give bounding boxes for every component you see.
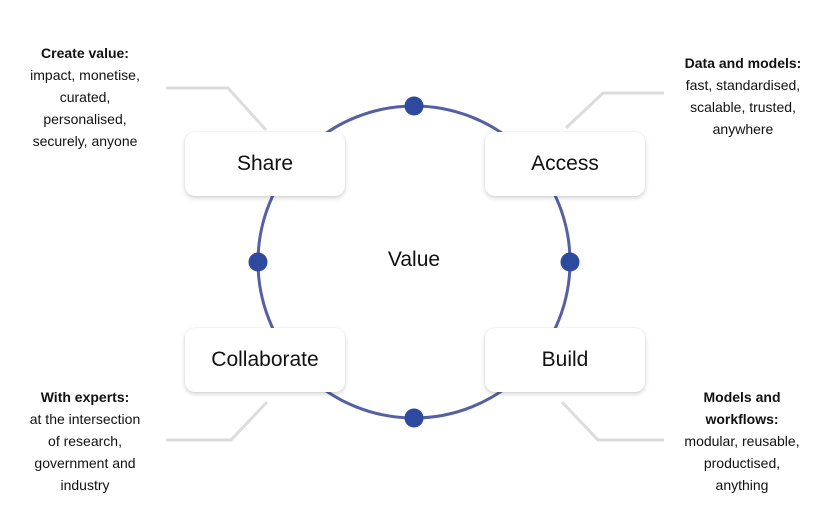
build-note-line: modular, reusable, (684, 433, 800, 449)
access-label: Access (531, 152, 599, 175)
access-box: Access (485, 132, 645, 196)
connector-share (166, 86, 268, 132)
build-note-line: productised, (703, 455, 781, 471)
collaborate-note: With experts: at the intersection of res… (10, 386, 160, 496)
share-note-line: curated, (59, 89, 111, 105)
value-label: Value (387, 248, 441, 271)
ring-dot-left (248, 252, 268, 272)
share-note-line: personalised, (43, 111, 127, 127)
connector-collaborate (166, 400, 269, 442)
collaborate-note-heading: With experts: (40, 389, 130, 405)
collaborate-label: Collaborate (211, 348, 319, 371)
build-note: Models and workflows: modular, reusable,… (660, 386, 824, 496)
share-note-line: securely, anyone (32, 133, 138, 149)
ring-dot-top (404, 96, 424, 116)
collaborate-note-line: government and (34, 455, 136, 471)
build-box: Build (485, 328, 645, 392)
share-label: Share (236, 152, 294, 175)
access-note: Data and models: fast, standardised, sca… (658, 52, 828, 140)
build-label: Build (541, 348, 589, 371)
collaborate-note-line: of research, (48, 433, 122, 449)
ring-dot-right (560, 252, 580, 272)
share-note-line: impact, monetise, (30, 67, 140, 83)
collaborate-note-line: industry (60, 477, 110, 493)
connector-access (564, 91, 664, 130)
connector-build (560, 400, 664, 442)
access-note-line: fast, standardised, (685, 77, 801, 93)
collaborate-note-line: at the intersection (29, 411, 141, 427)
share-box: Share (185, 132, 345, 196)
build-note-heading-2: workflows: (705, 411, 779, 427)
build-note-line: anything (715, 477, 769, 493)
access-note-heading: Data and models: (684, 55, 802, 71)
access-note-line: anywhere (712, 121, 774, 137)
collaborate-box: Collaborate (185, 328, 345, 392)
access-note-line: scalable, trusted, (690, 99, 796, 115)
ring-dot-bottom (404, 408, 424, 428)
share-note-heading: Create value: (41, 45, 129, 61)
build-note-heading: Models and (703, 389, 781, 405)
share-note: Create value: impact, monetise, curated,… (10, 42, 160, 152)
